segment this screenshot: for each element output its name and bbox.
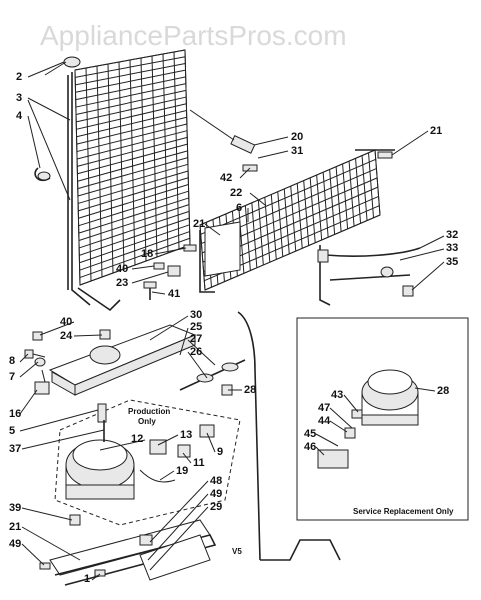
callout-21-top: 21 bbox=[430, 125, 442, 137]
callout-12: 11 bbox=[193, 457, 205, 469]
callout-40-top: 40 bbox=[116, 263, 128, 275]
corner-mark: V5 bbox=[232, 547, 242, 556]
callout-40-mid: 40 bbox=[60, 316, 72, 328]
bolt-9 bbox=[24, 349, 46, 359]
wire-clip bbox=[34, 167, 51, 182]
cover-11 bbox=[199, 424, 215, 438]
callout-41: 41 bbox=[168, 288, 180, 300]
callout-35: 33 bbox=[446, 242, 458, 254]
callout-31: 30 bbox=[190, 309, 202, 321]
callout-44: 44 bbox=[318, 415, 331, 427]
callout-8: 7 bbox=[9, 371, 15, 383]
compressor-production bbox=[65, 403, 135, 500]
defrost-heater bbox=[317, 245, 421, 306]
mounting-frame bbox=[49, 519, 217, 586]
screw-21-top bbox=[377, 151, 393, 159]
callout-20: 20 bbox=[291, 131, 303, 143]
drier-fitting bbox=[189, 109, 256, 154]
relay-16 bbox=[34, 369, 50, 395]
compressor-service bbox=[361, 369, 419, 426]
watermark-text: AppliancePartsPros.com bbox=[40, 20, 347, 51]
callout-11: 9 bbox=[217, 446, 223, 458]
callout-1: 1 bbox=[84, 573, 90, 585]
callout-39: 39 bbox=[9, 502, 21, 514]
callout-23: 23 bbox=[116, 277, 128, 289]
callout-9: 8 bbox=[9, 355, 15, 367]
production-only-line1: Production bbox=[128, 407, 170, 416]
callout-18: 18 bbox=[141, 248, 153, 260]
callout-21-bottom: 21 bbox=[9, 521, 21, 533]
callout-46: 46 bbox=[304, 441, 316, 453]
callout-30: 29 bbox=[210, 501, 222, 513]
drain-pan bbox=[48, 324, 197, 396]
condenser-coil bbox=[67, 49, 191, 312]
callout-21-mid: 21 bbox=[193, 218, 205, 230]
callout-2: 2 bbox=[16, 71, 22, 83]
grommet-8 bbox=[34, 357, 46, 367]
callout-13: 12 bbox=[131, 433, 143, 445]
callout-4: 4 bbox=[16, 110, 23, 122]
capillary-tube bbox=[237, 311, 341, 561]
callout-49: 49 bbox=[210, 488, 222, 500]
callout-29: 28 bbox=[244, 384, 256, 396]
callout-27: 27 bbox=[190, 333, 202, 345]
screw-24 bbox=[99, 329, 111, 340]
callout-36: 35 bbox=[446, 256, 458, 268]
service-replacement-box bbox=[296, 317, 469, 521]
leader-lines bbox=[19, 61, 445, 581]
callout-47: 47 bbox=[318, 402, 330, 414]
tube-clamp bbox=[179, 359, 246, 396]
production-only-box bbox=[54, 399, 241, 526]
callout-33: 32 bbox=[446, 229, 458, 241]
screw-1 bbox=[94, 569, 106, 577]
service-replacement-label: Service Replacement Only bbox=[353, 507, 454, 516]
screw-50 bbox=[39, 562, 51, 570]
callout-25: 25 bbox=[190, 321, 202, 333]
callout-26: 26 bbox=[190, 346, 202, 358]
callout-50: 49 bbox=[9, 538, 21, 550]
callout-15: 13 bbox=[180, 429, 192, 441]
callout-24: 24 bbox=[60, 330, 73, 342]
callout-3: 3 bbox=[16, 92, 22, 104]
production-only-line2: Only bbox=[138, 417, 156, 426]
callout-6: 5 bbox=[9, 425, 15, 437]
callout-28: 28 bbox=[437, 385, 449, 397]
top-fitting bbox=[44, 56, 81, 76]
callout-43: 43 bbox=[331, 389, 343, 401]
callout-7: 6 bbox=[236, 202, 242, 214]
callout-45: 45 bbox=[304, 428, 316, 440]
overload-12 bbox=[177, 444, 191, 458]
callout-labels: 2 3 4 20 31 21 42 22 6 21 32 33 35 18 40… bbox=[9, 71, 458, 585]
screw-41 bbox=[143, 281, 157, 300]
callout-16: 16 bbox=[9, 408, 21, 420]
evaporator-coil bbox=[199, 149, 395, 293]
callout-32: 31 bbox=[291, 145, 303, 157]
callout-42: 42 bbox=[220, 172, 232, 184]
callout-19: 19 bbox=[176, 465, 188, 477]
screw-40-lower bbox=[32, 331, 43, 341]
callout-22: 22 bbox=[230, 187, 242, 199]
callout-48: 48 bbox=[210, 475, 222, 487]
mounting-bracket bbox=[153, 221, 241, 277]
callout-37: 37 bbox=[9, 443, 21, 455]
wire-19 bbox=[139, 469, 176, 483]
